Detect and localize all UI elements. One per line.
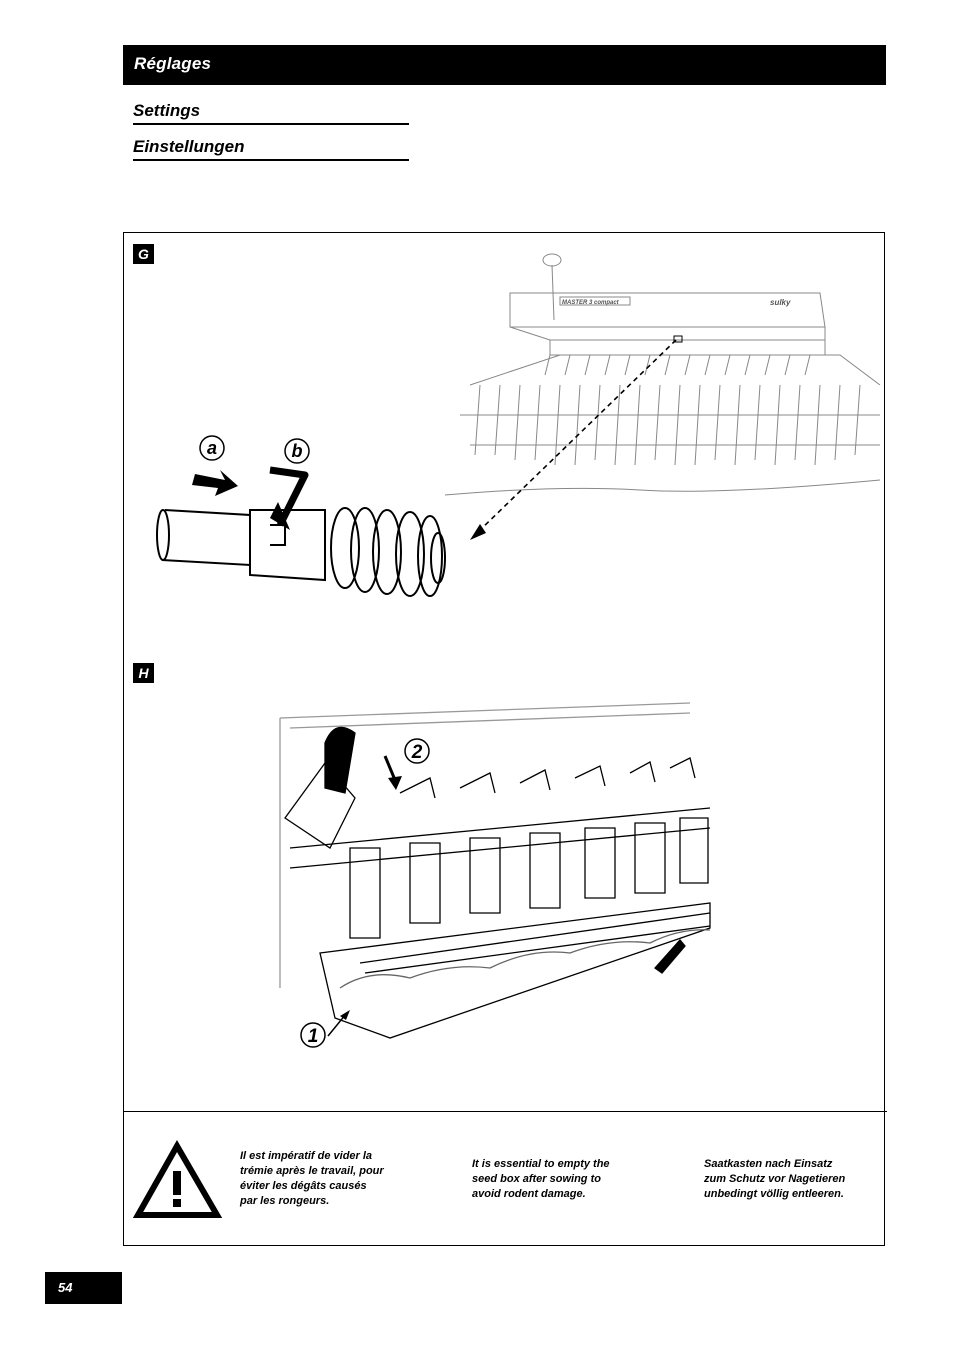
metering-unit-illustration xyxy=(279,702,711,1039)
warning-text-en: It is essential to empty the seed box af… xyxy=(472,1158,610,1200)
callout-a: a xyxy=(199,435,225,461)
svg-text:a: a xyxy=(207,438,217,458)
warning-divider xyxy=(123,1111,887,1112)
header-bar: Réglages xyxy=(123,45,886,85)
callout-b: b xyxy=(284,438,310,464)
figure-label-g: G xyxy=(133,244,154,264)
svg-text:b: b xyxy=(292,441,303,461)
subtitle-settings: Settings xyxy=(133,101,409,125)
svg-text:1: 1 xyxy=(308,1026,319,1047)
callout-1: 1 xyxy=(300,1022,326,1048)
seed-drill-illustration: MASTER 3 compact sulky xyxy=(444,253,881,496)
machine-brand-label: sulky xyxy=(770,298,791,307)
figure-panel xyxy=(123,232,885,1246)
callout-2: 2 xyxy=(404,738,430,764)
machine-model-label: MASTER 3 compact xyxy=(562,300,620,306)
svg-text:2: 2 xyxy=(411,742,423,763)
warning-triangle-icon xyxy=(132,1139,223,1218)
figure-label-h: H xyxy=(133,663,154,683)
section-title: Réglages xyxy=(134,54,212,73)
warning-text-de: Saatkasten nach Einsatz zum Schutz vor N… xyxy=(704,1158,846,1200)
page-number: 54 xyxy=(45,1272,122,1304)
shaft-spring-detail xyxy=(156,466,446,597)
warning-text-fr: Il est impératif de vider la trémie aprè… xyxy=(240,1150,384,1207)
subtitle-einstellungen: Einstellungen xyxy=(133,137,409,161)
page-number-label: 54 xyxy=(58,1280,73,1295)
